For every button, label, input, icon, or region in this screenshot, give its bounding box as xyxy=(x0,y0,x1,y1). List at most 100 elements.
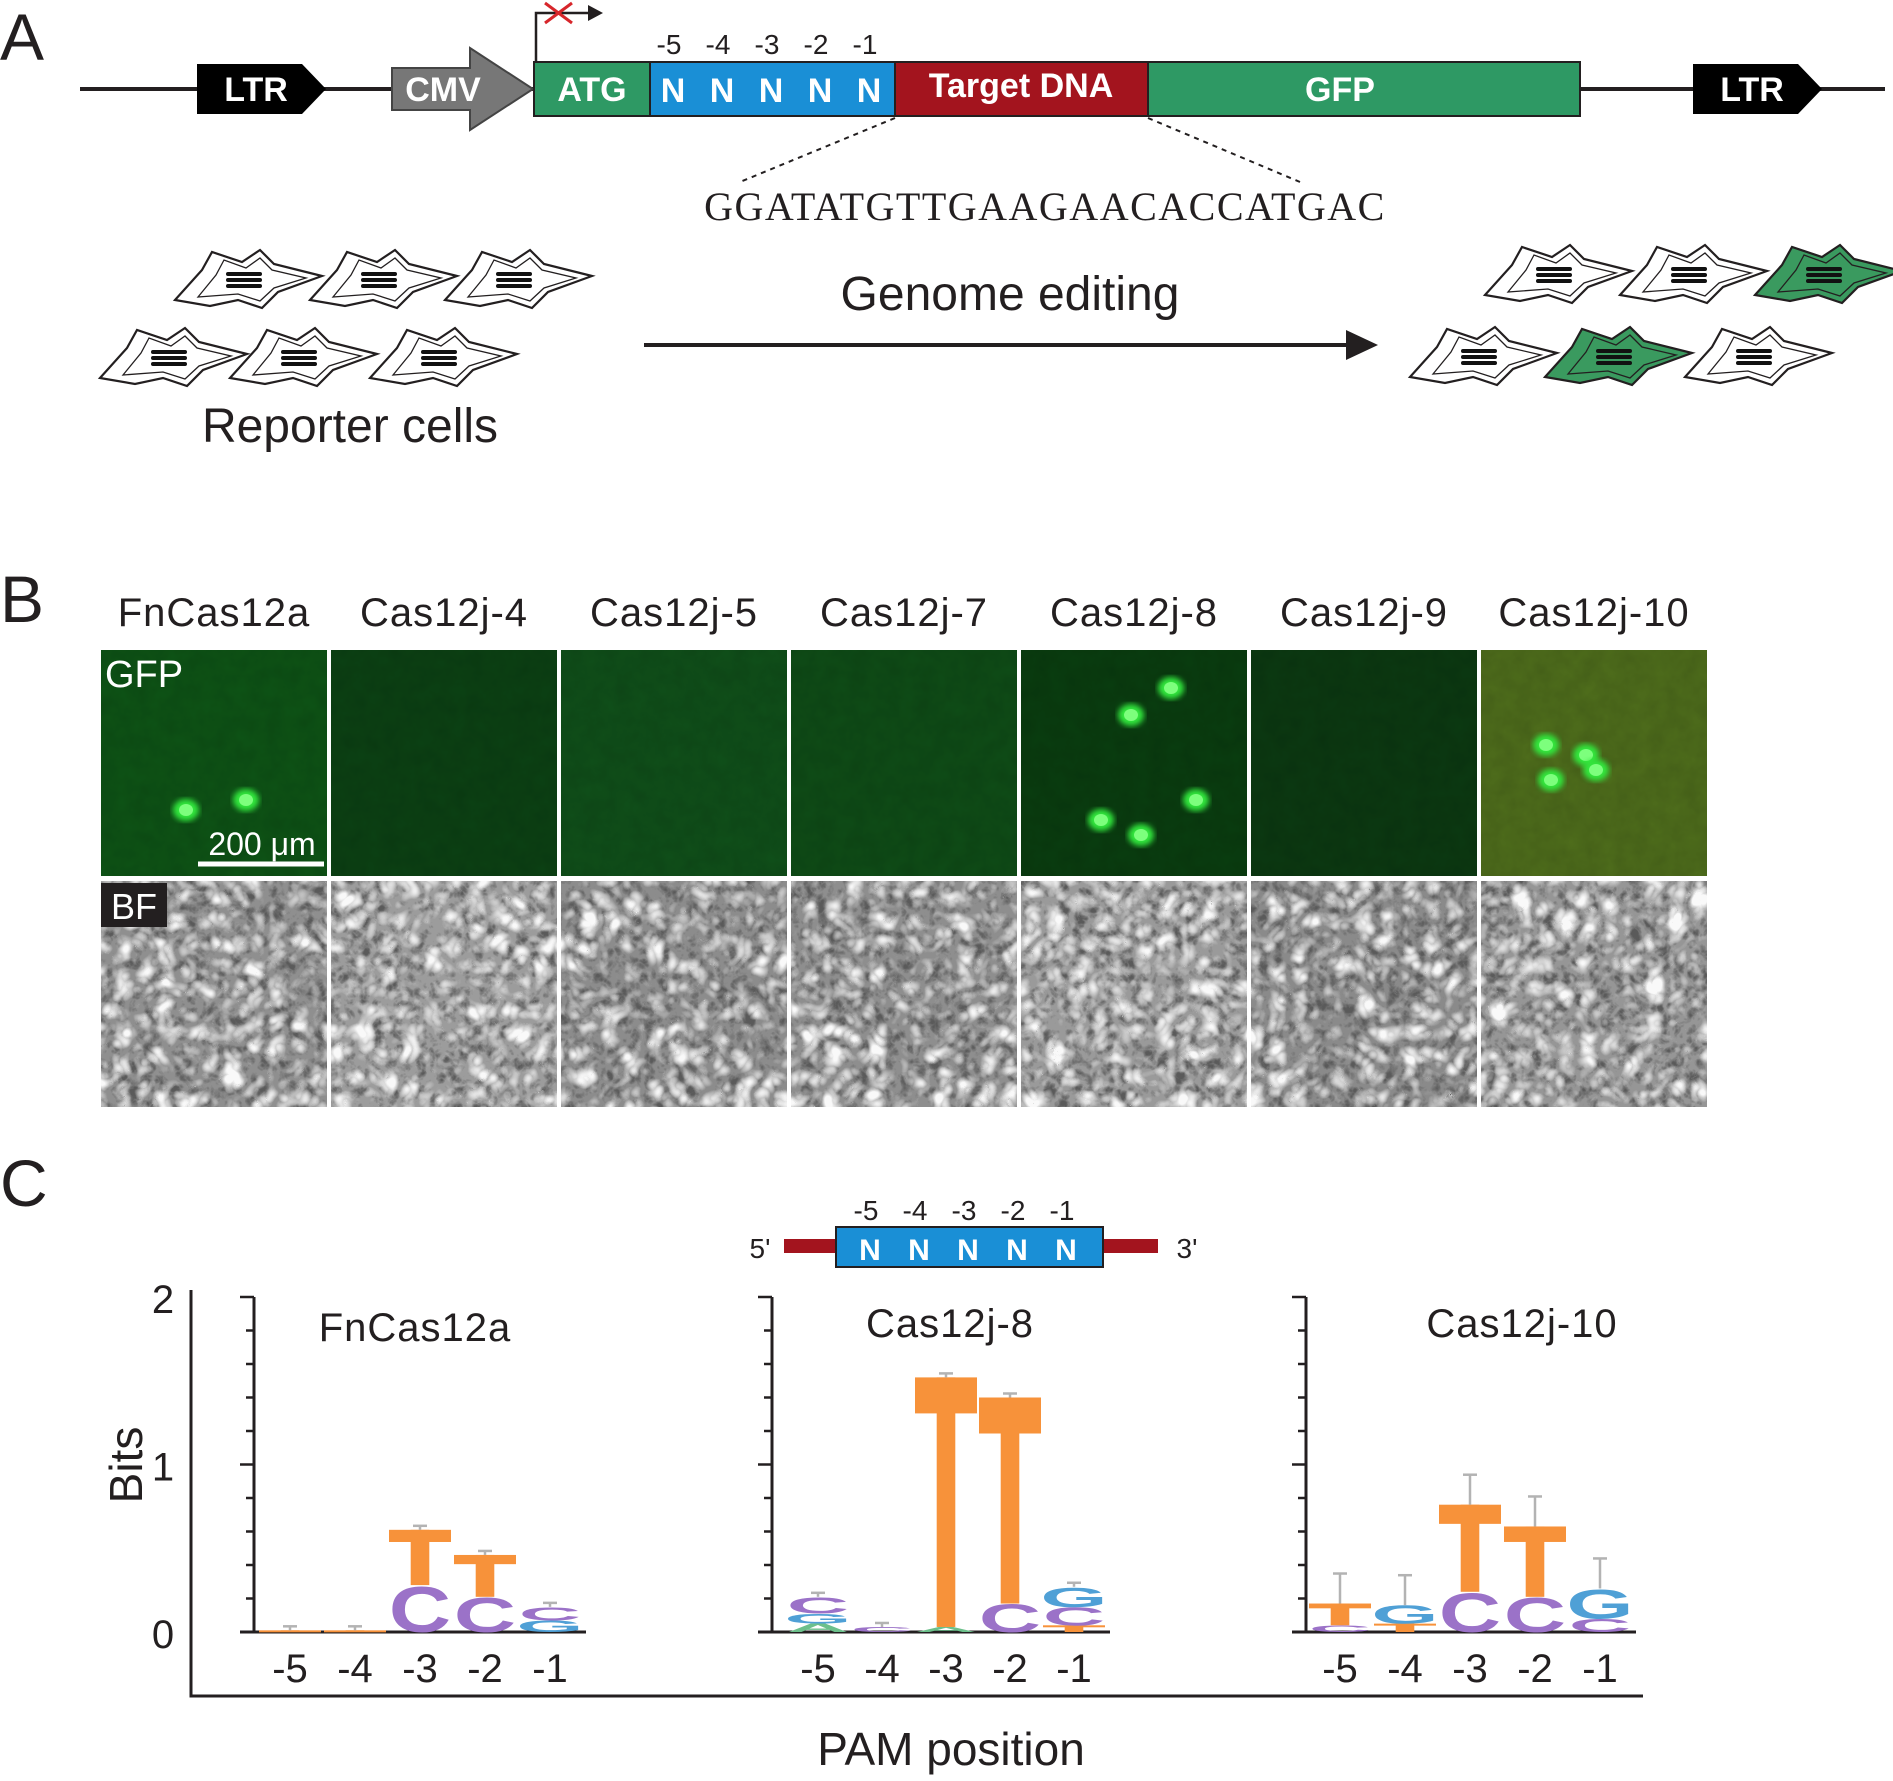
gfp-image xyxy=(1481,650,1707,876)
svg-text:G: G xyxy=(1041,1582,1108,1613)
pam-library-position: -4 xyxy=(706,29,731,60)
pam-schematic-position: -2 xyxy=(1001,1195,1026,1226)
reporter-cells-label: Reporter cells xyxy=(202,400,498,453)
logo-letter-T xyxy=(1504,1526,1566,1597)
reporter-cell xyxy=(172,248,326,310)
bf-image xyxy=(331,881,557,1107)
logo-x-tick-label: -3 xyxy=(928,1647,964,1691)
pam-library-base: N xyxy=(710,72,735,110)
pam-library-base: N xyxy=(759,72,784,110)
zoom-line-left xyxy=(739,117,896,183)
y-axis-label: Bits xyxy=(100,1427,152,1504)
panel-label-c: C xyxy=(0,1146,48,1220)
logo-letter-T xyxy=(1309,1603,1371,1626)
logo-letter-C: C xyxy=(979,1597,1041,1641)
y-axis-tick-labels: 012 xyxy=(152,1278,174,1657)
genome-editing-label: Genome editing xyxy=(841,268,1180,321)
svg-text:C: C xyxy=(1439,1582,1501,1644)
outer-axis-frame xyxy=(189,1290,1643,1698)
logo-letter-T xyxy=(979,1397,1041,1604)
svg-text:C: C xyxy=(1043,1602,1105,1631)
logo-letter-T xyxy=(1043,1625,1105,1632)
logo-letter-T xyxy=(1374,1623,1436,1632)
pam-schematic-base: N xyxy=(859,1234,881,1267)
logo-x-tick-label: -1 xyxy=(1582,1647,1618,1691)
pam-library-position: -2 xyxy=(804,29,829,60)
bf-image-row xyxy=(101,881,1707,1107)
logo-letter-C: C xyxy=(389,1574,451,1647)
logo-title: Cas12j-10 xyxy=(1426,1302,1617,1346)
svg-text:G: G xyxy=(785,1611,852,1627)
reporter-cell xyxy=(307,248,461,310)
pam-schematic-position: -4 xyxy=(903,1195,928,1226)
microscopy-column-header: Cas12j-5 xyxy=(590,591,758,635)
logo-letter-T xyxy=(389,1529,451,1586)
svg-text:G: G xyxy=(1372,1601,1439,1630)
logo-x-tick-label: -5 xyxy=(1322,1647,1358,1691)
x-axis-label: PAM position xyxy=(817,1723,1085,1775)
logo-letter-C: C xyxy=(519,1604,581,1625)
scale-bar-label: 200 μm xyxy=(208,826,315,862)
logo-letter-G: G xyxy=(517,1618,584,1636)
gfp-image xyxy=(561,650,787,876)
logo-letter-A: A xyxy=(787,1622,849,1635)
logo-x-tick-label: -2 xyxy=(992,1647,1028,1691)
pam-schematic-base: N xyxy=(1055,1234,1077,1267)
logo-x-tick-label: -5 xyxy=(272,1647,308,1691)
pam-library-base: N xyxy=(661,72,686,110)
pam-library-base: N xyxy=(808,72,833,110)
svg-text:G: G xyxy=(1567,1581,1634,1627)
gfp-image xyxy=(791,650,1017,876)
logo-x-tick-label: -2 xyxy=(1517,1647,1553,1691)
gfp-image-row xyxy=(101,650,1707,876)
logo-x-tick-label: -5 xyxy=(800,1647,836,1691)
atg-label: ATG xyxy=(557,71,626,109)
cmv-promoter: CMV xyxy=(391,46,535,132)
svg-text:C: C xyxy=(1569,1616,1631,1637)
gfp-image xyxy=(331,650,557,876)
panel-label-b: B xyxy=(0,562,44,636)
logo-letter-G: G xyxy=(1567,1581,1634,1627)
zoom-line-right xyxy=(1147,117,1301,183)
gfp-image xyxy=(101,650,327,876)
edited-cell-gfp-negative xyxy=(1482,243,1636,305)
edited-cell-gfp-negative xyxy=(1617,243,1771,305)
pam-schematic-base: N xyxy=(1006,1234,1028,1267)
pam-schematic-positions: -5-4-3-2-1 xyxy=(854,1195,1075,1226)
pam-schematic-base: N xyxy=(957,1234,979,1267)
pam-schematic-position: -1 xyxy=(1050,1195,1075,1226)
logo-x-tick-label: -2 xyxy=(467,1647,503,1691)
svg-text:C: C xyxy=(787,1593,849,1619)
logo-letter-C: C xyxy=(454,1588,516,1642)
microscopy-column-header: Cas12j-7 xyxy=(820,591,988,635)
svg-text:G: G xyxy=(517,1618,584,1636)
pam-schematic-base: N xyxy=(908,1234,930,1267)
panel-label-a: A xyxy=(0,0,44,74)
svg-text:C: C xyxy=(851,1626,913,1634)
logo-letter-C: C xyxy=(787,1593,849,1619)
edited-cell-gfp-positive xyxy=(1752,243,1893,305)
gfp-image xyxy=(1251,650,1477,876)
svg-text:A: A xyxy=(915,1626,977,1634)
target-dna-label: Target DNA xyxy=(929,67,1114,105)
target-sequence: GGATATGTTGAAGAACACCATGAC xyxy=(704,184,1386,229)
bf-image xyxy=(1021,881,1247,1107)
pam-schematic-3prime: 3' xyxy=(1177,1233,1198,1264)
gfp-image xyxy=(1021,650,1247,876)
logo-letter-C: C xyxy=(1569,1616,1631,1637)
logo-x-tick-label: -4 xyxy=(337,1647,373,1691)
bf-image xyxy=(1481,881,1707,1107)
target-dna-box xyxy=(894,61,1149,117)
bf-row-label: BF xyxy=(111,886,157,927)
reporter-cell xyxy=(97,326,251,388)
pam-library-position: -1 xyxy=(853,29,878,60)
logo-letter-C: C xyxy=(1439,1582,1501,1644)
